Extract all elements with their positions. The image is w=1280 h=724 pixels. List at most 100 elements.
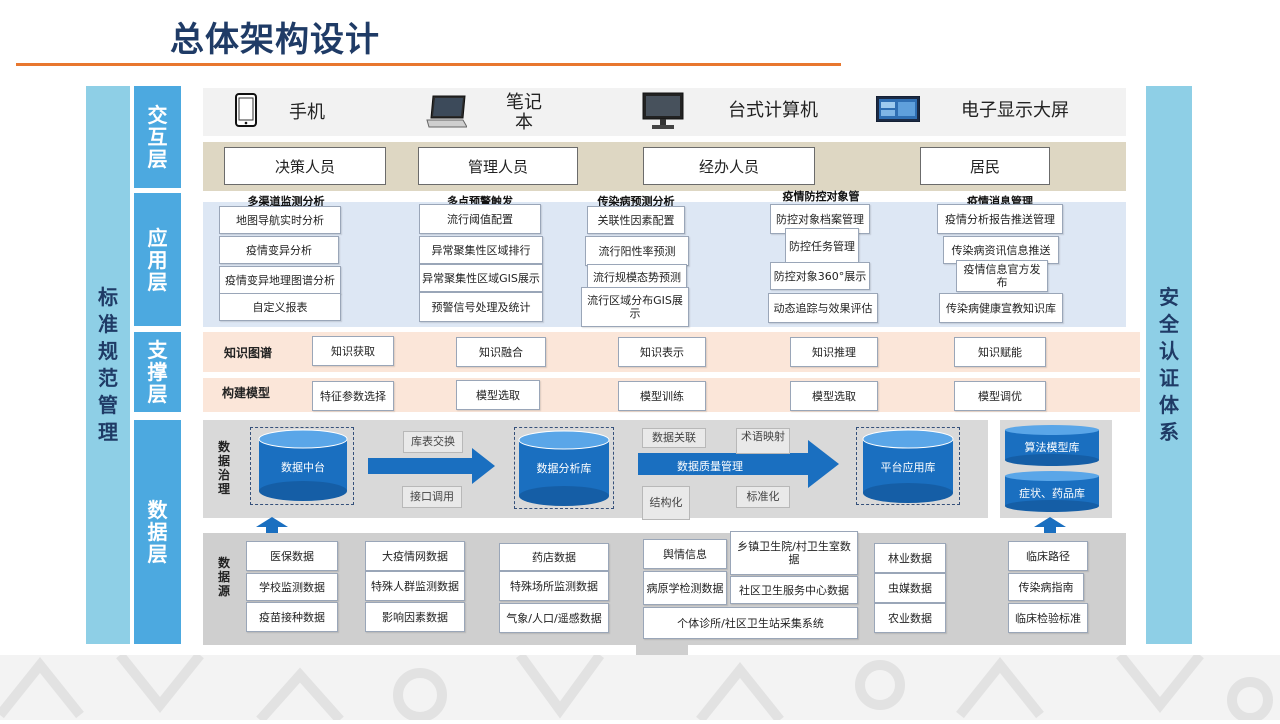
- layer-interact-label: 交互层: [147, 103, 168, 171]
- app-item: 异常聚集性区域GIS展示: [419, 264, 543, 292]
- app-group-title: 疫情防控对象管: [782, 190, 860, 203]
- source-item: 农业数据: [874, 603, 946, 633]
- data-platform-label: 数据中台: [281, 460, 325, 474]
- tag-standardization: 标准化: [736, 486, 790, 508]
- symptom-drug-library-cylinder: 症状、药品库: [1005, 471, 1099, 512]
- right-column-security: 安全认证体系: [1146, 86, 1192, 644]
- decorative-footer: [0, 651, 1280, 724]
- device-laptop-label: 笔记本: [506, 92, 542, 133]
- source-item: 临床路径: [1008, 541, 1088, 571]
- source-item: 临床检验标准: [1008, 603, 1088, 633]
- layer-app-label: 应用层: [147, 225, 168, 294]
- source-item: 医保数据: [246, 541, 338, 571]
- role-operator: 经办人员: [643, 147, 815, 185]
- laptop-icon: [426, 95, 467, 128]
- tag-term-mapping: 术语映射: [736, 428, 790, 454]
- app-item: 流行区域分布GIS展示: [581, 287, 689, 327]
- left-column-standards: 标准规范管理: [86, 86, 130, 644]
- analysis-db-cylinder: 数据分析库: [518, 430, 610, 506]
- layer-support-label: 支撑层: [147, 338, 168, 406]
- layer-data-label: 数据层: [147, 498, 168, 566]
- phone-icon: [235, 93, 257, 127]
- analysis-db-frame: [514, 427, 614, 509]
- up-arrow-right: [1034, 517, 1066, 535]
- data-platform-cylinder: 数据中台: [258, 429, 348, 501]
- app-item: 防控任务管理: [785, 228, 859, 264]
- app-item: 传染病资讯信息推送: [943, 236, 1059, 264]
- platform-db-label: 平台应用库: [881, 460, 936, 474]
- algorithm-library-cylinder: 算法模型库: [1005, 425, 1099, 466]
- data-source-label: 数据源: [217, 556, 230, 598]
- up-arrow-left: [256, 517, 288, 535]
- source-item: 特殊人群监测数据: [365, 571, 465, 601]
- source-item: 大疫情网数据: [365, 541, 465, 571]
- knowledge-graph-label: 知识图谱: [224, 346, 273, 360]
- app-item: 疫情信息官方发布: [956, 260, 1048, 292]
- app-item: 地图导航实时分析: [219, 206, 341, 234]
- source-item: 病原学检测数据: [643, 571, 727, 605]
- role-manager: 管理人员: [418, 147, 578, 185]
- desktop-icon: [642, 92, 684, 129]
- tag-data-association: 数据关联: [642, 428, 706, 448]
- app-item: 传染病健康宣教知识库: [939, 293, 1063, 323]
- app-item: 流行阈值配置: [419, 204, 541, 234]
- model-label: 构建模型: [222, 386, 271, 400]
- source-item: 舆情信息: [643, 539, 727, 569]
- source-item: 特殊场所监测数据: [499, 571, 609, 601]
- device-laptop: 笔记本: [497, 93, 551, 133]
- flow-arrow-1: [368, 448, 495, 484]
- app-group-title: 多渠道监测分析: [247, 195, 325, 208]
- algorithm-library-label: 算法模型库: [1025, 440, 1080, 454]
- model-item: 特征参数选择: [312, 381, 394, 411]
- left-column-label: 标准规范管理: [98, 285, 118, 444]
- layer-interact: 交互层: [134, 86, 181, 188]
- source-item-wide: 个体诊所/社区卫生站采集系统: [643, 607, 858, 639]
- analysis-db-label: 数据分析库: [537, 461, 592, 475]
- screen-icon: [876, 96, 920, 122]
- model-item: 模型训练: [618, 381, 706, 411]
- page-title: 总体架构设计: [170, 20, 380, 60]
- quality-management-label: 数据质量管理: [677, 460, 743, 473]
- platform-db-cylinder: 平台应用库: [862, 429, 954, 503]
- model-item: 模型选取: [456, 380, 540, 410]
- symptom-drug-library-label: 症状、药品库: [1019, 486, 1085, 500]
- app-item: 自定义报表: [219, 293, 341, 321]
- app-item: 流行阳性率预测: [585, 236, 689, 266]
- source-item: 学校监测数据: [246, 573, 338, 601]
- source-item: 气象/人口/遥感数据: [499, 603, 609, 633]
- app-item: 疫情变异地理图谱分析: [219, 266, 341, 294]
- device-big-screen: 电子显示大屏: [961, 100, 1069, 121]
- source-item: 乡镇卫生院/村卫生室数据: [730, 531, 858, 575]
- decorative-pattern-icon: [0, 651, 1273, 724]
- app-group-title: 传染病预测分析: [597, 195, 675, 208]
- tag-table-exchange: 库表交换: [403, 431, 463, 453]
- kg-item: 知识赋能: [954, 337, 1046, 367]
- source-item: 社区卫生服务中心数据: [730, 576, 858, 604]
- source-item: 虫媒数据: [874, 573, 946, 603]
- source-item: 林业数据: [874, 543, 946, 573]
- kg-item: 知识融合: [456, 337, 546, 367]
- title-underline: [16, 63, 841, 66]
- data-source-tab: [636, 640, 688, 655]
- model-item: 模型调优: [954, 381, 1046, 411]
- app-item: 动态追踪与效果评估: [768, 293, 878, 323]
- device-desktop: 台式计算机: [728, 100, 818, 121]
- data-governance-label: 数据治理: [217, 440, 230, 496]
- layer-data: 数据层: [134, 420, 181, 644]
- role-resident: 居民: [920, 147, 1050, 185]
- source-item: 影响因素数据: [365, 602, 465, 632]
- layer-app: 应用层: [134, 193, 181, 326]
- model-item: 模型选取: [790, 381, 878, 411]
- kg-item: 知识推理: [790, 337, 878, 367]
- role-decision: 决策人员: [224, 147, 386, 185]
- layer-support: 支撑层: [134, 332, 181, 412]
- tag-api-call: 接口调用: [402, 486, 462, 508]
- app-item: 防控对象360°展示: [770, 262, 870, 290]
- source-item: 疫苗接种数据: [246, 602, 338, 632]
- app-item: 预警信号处理及统计: [419, 292, 543, 322]
- device-phone: 手机: [289, 102, 325, 123]
- data-platform-frame: [250, 427, 354, 505]
- platform-db-frame: [856, 427, 960, 505]
- app-item: 疫情变异分析: [219, 236, 339, 264]
- kg-item: 知识表示: [618, 337, 706, 367]
